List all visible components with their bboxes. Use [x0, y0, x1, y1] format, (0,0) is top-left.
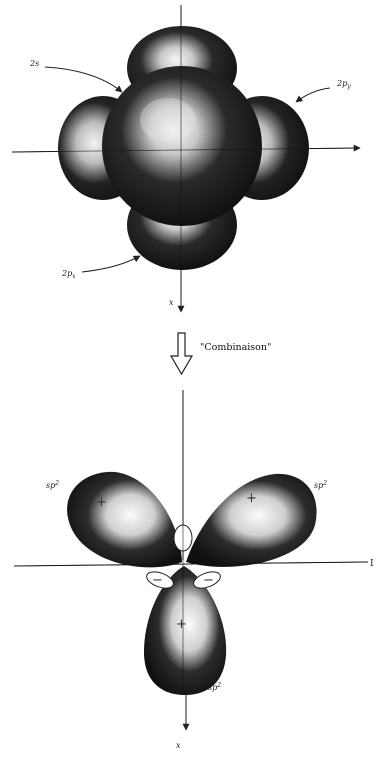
label-sp2-right-sup: 2: [322, 480, 327, 487]
label-sp2-bottom-sup: 2: [216, 682, 221, 689]
label-sp2-right-main: sp: [314, 481, 323, 490]
leader-2py: [296, 88, 330, 102]
orbital-2s-sphere: [102, 66, 262, 226]
minus-sign-left: −: [152, 573, 163, 588]
label-bottom-x-axis: x: [176, 741, 181, 750]
combination-caption: "Combinaison": [200, 342, 271, 353]
label-sp2-left-main: sp: [46, 481, 55, 490]
label-2py: 2py: [336, 79, 351, 90]
label-top-x-axis: x: [169, 298, 174, 307]
leader-2s: [45, 67, 122, 92]
plus-sign-bottom: +: [176, 617, 187, 632]
sp2-lobe-left: [67, 472, 182, 567]
plus-sign-left: +: [96, 495, 107, 510]
bottom-panel: + + + − − sp2 sp2 sp2 x I: [14, 390, 374, 750]
transition-arrow-group: "Combinaison": [171, 333, 271, 374]
label-bottom-right-axis: I: [370, 559, 374, 569]
combination-arrow: [171, 333, 192, 374]
label-sp2-right: sp2: [314, 480, 327, 490]
label-2py-main: 2p: [336, 79, 347, 88]
central-highlight: [140, 98, 196, 142]
top-panel: 2s 2py 2px x: [12, 5, 360, 312]
label-2s: 2s: [29, 59, 39, 68]
label-sp2-bottom-main: sp: [208, 683, 217, 692]
label-sp2-left-sup: 2: [54, 480, 59, 487]
plus-sign-right: +: [246, 491, 257, 506]
sp2-lobe-right: [186, 474, 317, 567]
label-sp2-bottom: sp2: [208, 682, 221, 692]
minus-sign-right: −: [203, 573, 214, 588]
label-2px-main: 2p: [61, 269, 72, 278]
label-2py-sub: y: [346, 83, 351, 90]
leader-2px: [82, 256, 140, 272]
label-2px-sub: x: [72, 273, 76, 280]
label-sp2-left: sp2: [46, 480, 59, 490]
label-2px: 2px: [61, 269, 76, 280]
